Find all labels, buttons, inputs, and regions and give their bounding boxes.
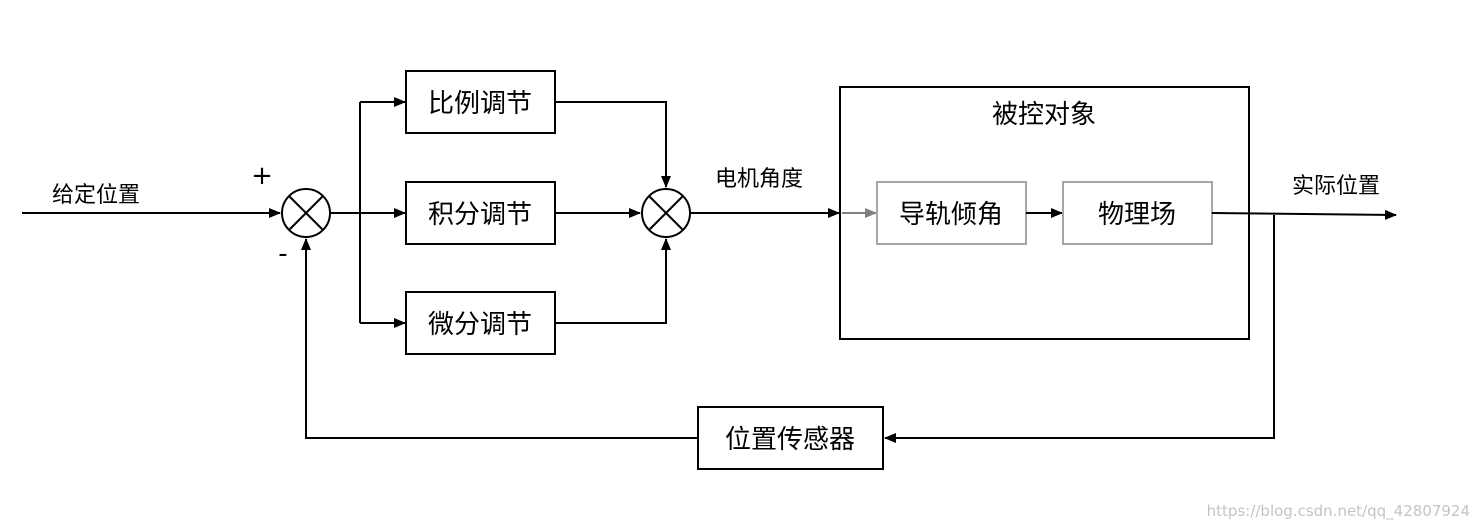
physics-label: 物理场 (1098, 200, 1176, 230)
output-arrow (1211, 209, 1397, 220)
plus-sign: + (251, 161, 273, 191)
motor-angle-label: 电机角度 (715, 167, 803, 192)
summing-junction-1 (281, 188, 331, 238)
proportional-label: 比例调节 (428, 89, 532, 119)
derivative-label: 微分调节 (428, 310, 532, 340)
watermark-text: https://blog.csdn.net/qq_42807924 (1207, 502, 1470, 521)
input-label: 给定位置 (52, 183, 140, 208)
minus-sign: - (278, 239, 287, 269)
sensor-label: 位置传感器 (725, 425, 855, 455)
derivative-output-arrow (555, 238, 671, 324)
feedback-to-sensor-arrow (884, 215, 1275, 443)
feedback-to-junction-arrow (301, 238, 698, 439)
summing-junction-2 (641, 188, 691, 238)
plant-title: 被控对象 (992, 100, 1096, 130)
output-label: 实际位置 (1292, 174, 1380, 199)
rail-tilt-label: 导轨倾角 (899, 200, 1003, 230)
integral-label: 积分调节 (428, 200, 532, 230)
proportional-output-arrow (555, 101, 671, 188)
